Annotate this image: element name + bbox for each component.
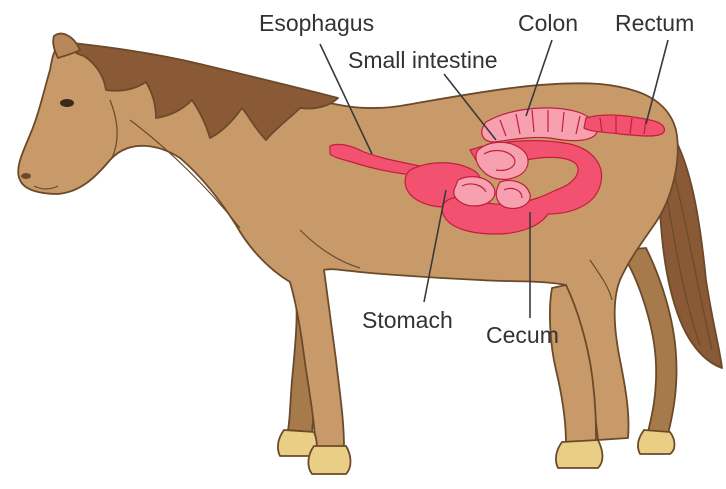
label-esophagus: Esophagus [259, 10, 374, 36]
horse-eye [60, 99, 74, 107]
hoof-near-front [308, 446, 350, 474]
label-small-intestine: Small intestine [348, 47, 498, 73]
hoof-near-hind [556, 440, 603, 468]
label-rectum: Rectum [615, 10, 694, 36]
label-colon: Colon [518, 10, 578, 36]
hoof-far-hind [638, 430, 675, 454]
label-stomach: Stomach [362, 307, 453, 333]
label-cecum: Cecum [486, 322, 559, 348]
horse-nostril [21, 173, 31, 179]
